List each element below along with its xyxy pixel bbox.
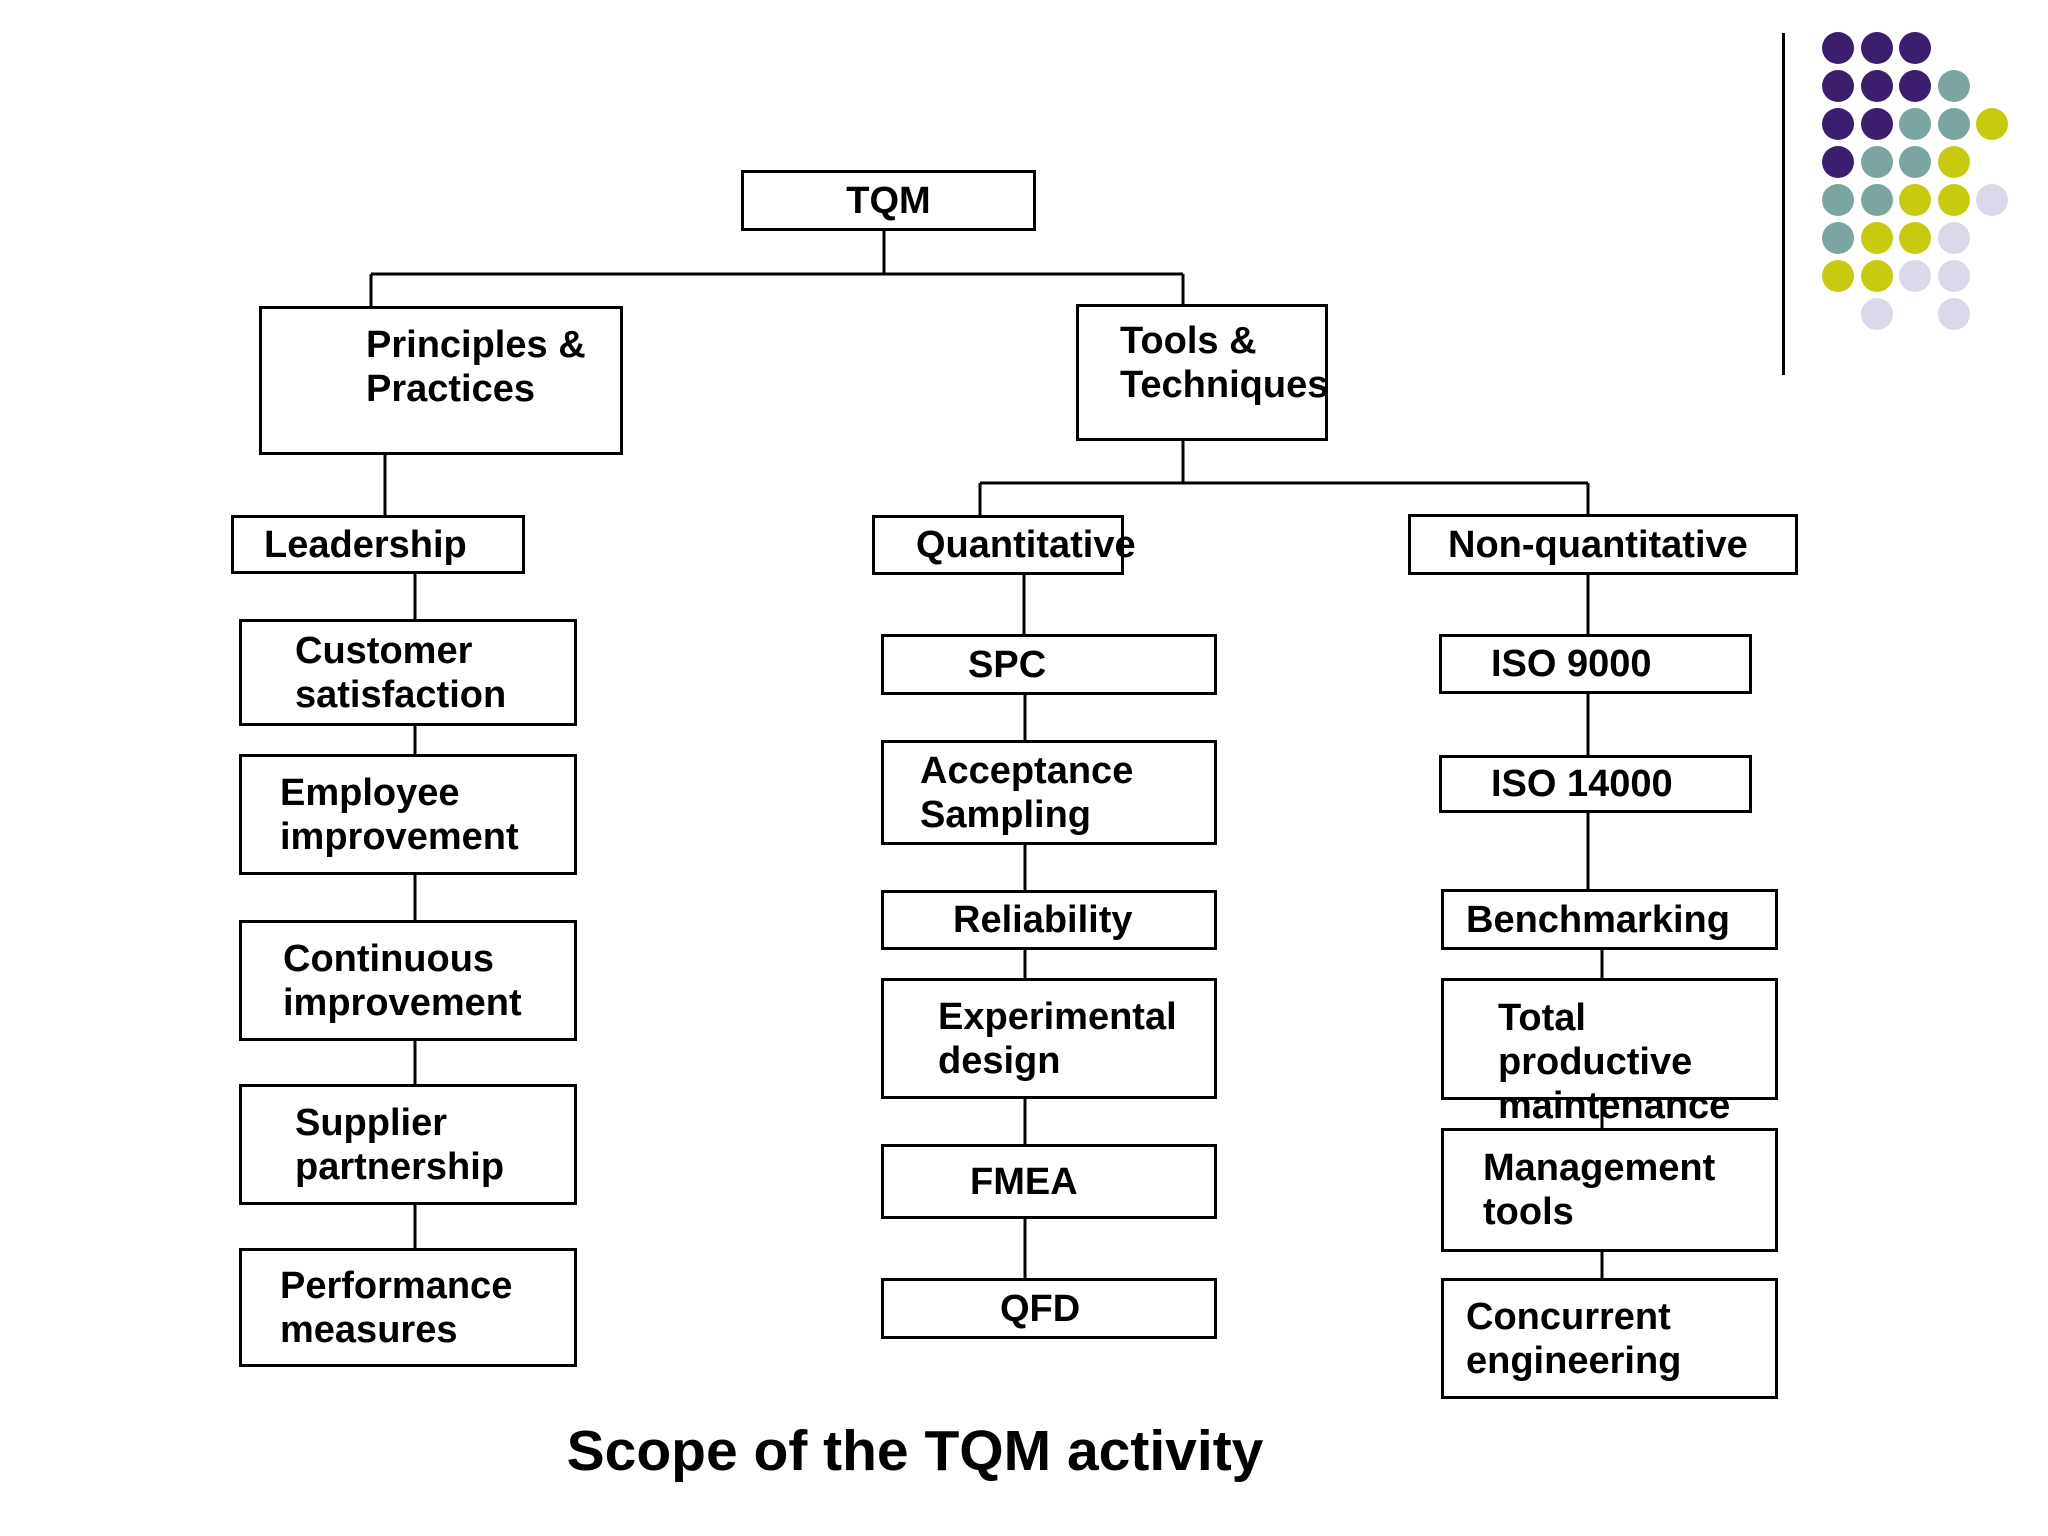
- deco-dot-teal: [1822, 222, 1854, 254]
- deco-dot-yellow: [1899, 222, 1931, 254]
- deco-dot-teal: [1860, 184, 1893, 216]
- node-fmea: FMEA: [881, 1144, 1217, 1219]
- node-label: Performance measures: [280, 1264, 513, 1351]
- deco-dot-purple: [1860, 32, 1893, 64]
- node-label: Principles & Practices: [366, 324, 586, 410]
- node-iso-14000: ISO 14000: [1439, 755, 1752, 813]
- node-total-productive-maintenance: Total productive maintenance: [1441, 978, 1778, 1127]
- node-benchmarking: Benchmarking: [1441, 889, 1778, 950]
- node-label: Non-quantitative: [1448, 523, 1748, 566]
- node-reliability: Reliability: [881, 890, 1217, 950]
- deco-dot-lavender: [1976, 184, 2008, 216]
- deco-dot-lavender: [1937, 298, 1970, 330]
- node-label: Reliability: [953, 899, 1133, 941]
- deco-dot-purple: [1822, 70, 1854, 102]
- deco-dot-purple: [1860, 108, 1893, 140]
- node-tqm: TQM: [741, 170, 1036, 231]
- deco-dot-teal: [1822, 184, 1854, 216]
- node-label: Customer satisfaction: [295, 629, 507, 716]
- deco-dot-purple: [1899, 32, 1931, 64]
- node-label: Total productive maintenance: [1498, 997, 1731, 1127]
- node-label: Tools & Techniques: [1120, 320, 1329, 406]
- node-label: TQM: [846, 179, 931, 222]
- node-supplier-partnership: Supplier partnership: [239, 1084, 577, 1205]
- node-label: FMEA: [970, 1160, 1078, 1203]
- deco-dot-lavender: [1899, 260, 1931, 292]
- deco-dot-yellow: [1976, 108, 2008, 140]
- node-leadership: Leadership: [231, 515, 525, 574]
- deco-dot-purple: [1899, 70, 1931, 102]
- node-label: Continuous improvement: [283, 937, 522, 1024]
- node-label: Benchmarking: [1466, 898, 1730, 941]
- node-spc: SPC: [881, 634, 1217, 695]
- node-tools-techniques: Tools & Techniques: [1076, 304, 1328, 441]
- deco-dot-yellow: [1899, 184, 1931, 216]
- deco-dot-purple: [1822, 32, 1854, 64]
- deco-dot-teal: [1937, 108, 1970, 140]
- node-label: Management tools: [1483, 1147, 1716, 1233]
- node-management-tools: Management tools: [1441, 1128, 1778, 1252]
- node-customer-satisfaction: Customer satisfaction: [239, 619, 577, 726]
- node-label: Quantitative: [916, 524, 1136, 566]
- deco-dot-lavender: [1937, 260, 1970, 292]
- node-continuous-improvement: Continuous improvement: [239, 920, 577, 1041]
- node-employee-improvement: Employee improvement: [239, 754, 577, 875]
- node-label: ISO 9000: [1491, 643, 1652, 685]
- node-quantitative: Quantitative: [872, 515, 1136, 575]
- node-iso-9000: ISO 9000: [1439, 634, 1752, 694]
- deco-dot-purple: [1822, 108, 1854, 140]
- node-label: Supplier partnership: [295, 1101, 505, 1188]
- node-label: QFD: [1000, 1287, 1081, 1330]
- node-label: Experimental design: [938, 995, 1177, 1082]
- node-non-quantitative: Non-quantitative: [1408, 514, 1798, 575]
- node-acceptance-sampling: Acceptance Sampling: [881, 740, 1217, 845]
- deco-dot-lavender: [1860, 298, 1893, 330]
- deco-dot-purple: [1860, 70, 1893, 102]
- deco-dot-teal: [1860, 146, 1893, 178]
- node-label: SPC: [968, 643, 1047, 686]
- node-experimental-design: Experimental design: [881, 978, 1217, 1099]
- node-qfd: QFD: [881, 1278, 1217, 1339]
- deco-dot-purple: [1822, 146, 1854, 178]
- node-label: Leadership: [264, 523, 467, 566]
- node-label: Concurrent engineering: [1466, 1295, 1682, 1382]
- deco-dot-yellow: [1860, 222, 1893, 254]
- deco-dot-yellow: [1937, 184, 1970, 216]
- node-label: Acceptance Sampling: [920, 749, 1134, 836]
- deco-dot-yellow: [1860, 260, 1893, 292]
- node-concurrent-engineering: Concurrent engineering: [1441, 1278, 1778, 1399]
- node-label: ISO 14000: [1491, 763, 1673, 805]
- deco-dot-lavender: [1937, 222, 1970, 254]
- node-performance-measures: Performance measures: [239, 1248, 577, 1367]
- node-label: Employee improvement: [280, 771, 519, 858]
- slide-title: Scope of the TQM activity: [566, 1419, 1264, 1483]
- deco-dot-yellow: [1937, 146, 1970, 178]
- decorative-vertical-line: [1782, 33, 1785, 375]
- node-principles-practices: Principles & Practices: [259, 306, 623, 455]
- deco-dot-yellow: [1822, 260, 1854, 292]
- deco-dot-teal: [1899, 146, 1931, 178]
- deco-dot-teal: [1899, 108, 1931, 140]
- deco-dot-teal: [1937, 70, 1970, 102]
